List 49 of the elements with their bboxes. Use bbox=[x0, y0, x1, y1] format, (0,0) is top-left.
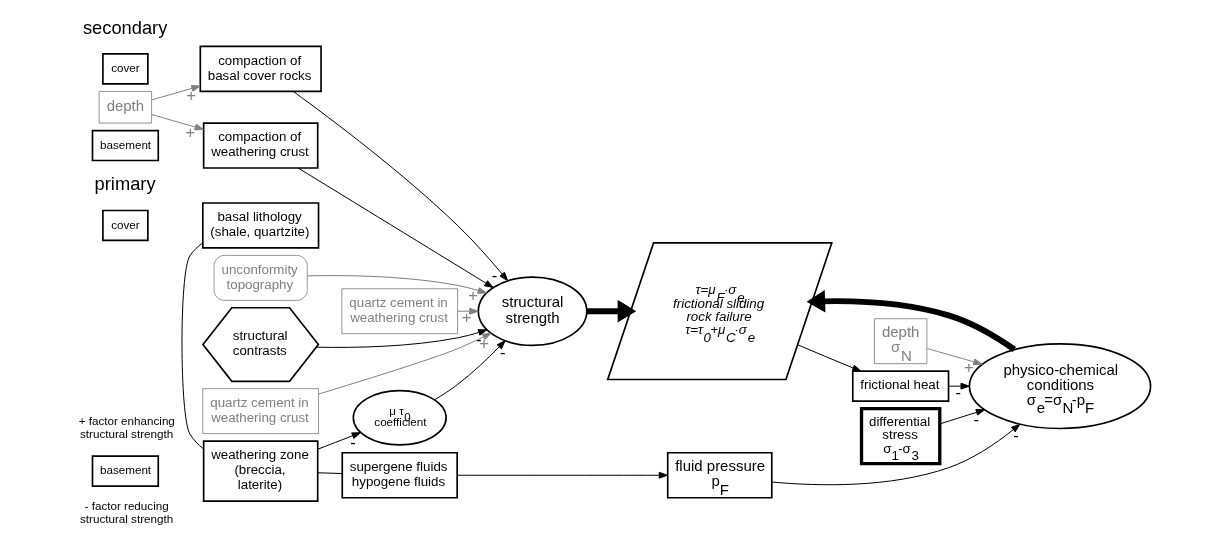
edge-label: - bbox=[475, 329, 482, 349]
node-box: supergene fluids hypogene fluids bbox=[341, 451, 458, 499]
arrow bbox=[315, 329, 488, 348]
arrow bbox=[771, 423, 1021, 486]
arrow bbox=[317, 432, 361, 450]
arrow bbox=[293, 91, 509, 282]
edge-label: + bbox=[461, 308, 472, 328]
label: + factor enhancing structural strength bbox=[78, 414, 175, 440]
arrow bbox=[948, 382, 970, 390]
node-box: quartz cement in weathering crust bbox=[202, 388, 319, 435]
arrow bbox=[307, 275, 487, 294]
node-box: unconformity topography bbox=[213, 255, 308, 301]
node-box: cover bbox=[102, 209, 149, 242]
edge-label: + bbox=[186, 85, 197, 105]
arrow bbox=[797, 344, 862, 372]
arrow bbox=[586, 299, 637, 323]
edge-label: + bbox=[185, 122, 196, 142]
node-box: frictional heat bbox=[851, 370, 950, 402]
node-box: cover bbox=[102, 53, 149, 85]
arrow bbox=[434, 340, 506, 401]
edge-label: - bbox=[955, 382, 962, 402]
label: secondary bbox=[82, 16, 168, 38]
arrow bbox=[806, 289, 1016, 352]
connector bbox=[317, 472, 343, 474]
arrow bbox=[457, 307, 479, 315]
edge-label: - bbox=[500, 343, 506, 363]
edge-label: - bbox=[973, 409, 980, 429]
arrow bbox=[151, 85, 201, 101]
node-box: weathering zone (breccia, laterite) bbox=[202, 440, 319, 502]
arrow bbox=[297, 167, 494, 289]
node-box: compaction of weathering crust bbox=[202, 122, 319, 169]
arrow bbox=[151, 114, 204, 131]
label: primary bbox=[94, 173, 156, 195]
arrow bbox=[926, 348, 983, 366]
node-box: depth bbox=[98, 91, 152, 124]
edge-label: + bbox=[479, 334, 489, 354]
arrow bbox=[456, 471, 668, 479]
node-box: compaction of basal cover rocks bbox=[199, 45, 322, 93]
arrow bbox=[939, 409, 986, 425]
node-box: quartz cement in weathering crust bbox=[341, 288, 458, 335]
node-box: basement bbox=[91, 129, 160, 162]
edge-label: - bbox=[491, 266, 498, 286]
connector bbox=[181, 242, 205, 450]
edge-label: + bbox=[468, 286, 479, 306]
arrow bbox=[318, 332, 492, 395]
label: - factor reducing structural strength bbox=[80, 499, 174, 525]
edge-label: - bbox=[350, 432, 356, 452]
node-box: basement bbox=[91, 455, 160, 487]
node-box: basal lithology (shale, quartzite) bbox=[201, 202, 320, 249]
